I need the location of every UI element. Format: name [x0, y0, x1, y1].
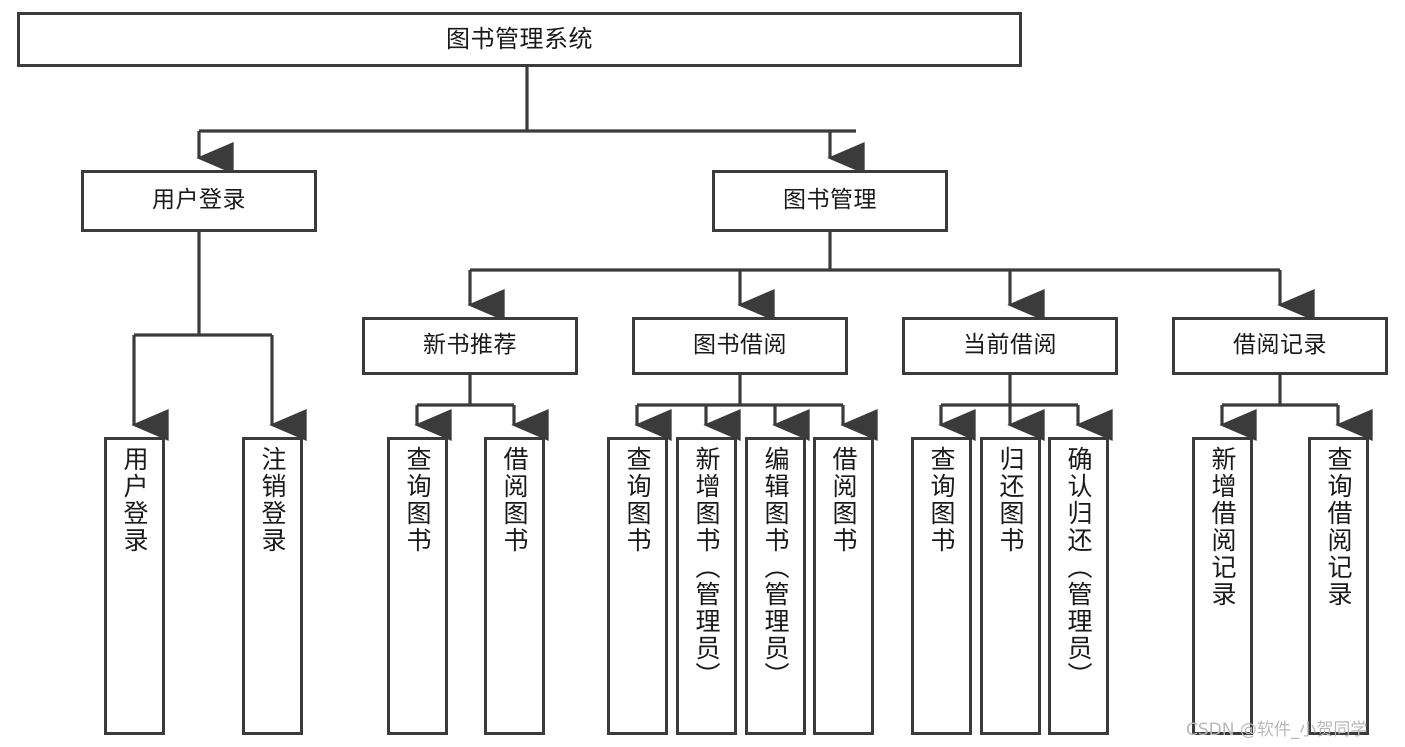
- node-book-manage-label: 图书管理: [783, 187, 877, 214]
- node-leaf-query-book-2-label: 查询图书: [623, 446, 652, 554]
- node-leaf-query-record-label: 查询借阅记录: [1324, 446, 1353, 608]
- node-leaf-query-record[interactable]: 查询借阅记录: [1308, 437, 1369, 735]
- node-root-label: 图书管理系统: [446, 25, 593, 54]
- node-leaf-query-book-1[interactable]: 查询图书: [387, 437, 448, 735]
- node-user-login[interactable]: 用户登录: [81, 170, 317, 232]
- node-leaf-query-book-3-label: 查询图书: [927, 446, 956, 554]
- node-leaf-logout-label: 注销登录: [258, 446, 287, 554]
- node-new-book-recommend[interactable]: 新书推荐: [362, 317, 578, 375]
- node-current-borrow-label: 当前借阅: [963, 332, 1057, 359]
- node-leaf-add-record-label: 新增借阅记录: [1208, 446, 1237, 608]
- node-book-borrow[interactable]: 图书借阅: [632, 317, 848, 375]
- node-user-login-label: 用户登录: [152, 187, 246, 214]
- node-leaf-borrow-book-1[interactable]: 借阅图书: [484, 437, 545, 735]
- node-current-borrow[interactable]: 当前借阅: [902, 317, 1118, 375]
- node-leaf-user-login[interactable]: 用户登录: [104, 437, 165, 735]
- node-book-borrow-label: 图书借阅: [693, 332, 787, 359]
- node-leaf-add-record[interactable]: 新增借阅记录: [1192, 437, 1253, 735]
- node-leaf-logout[interactable]: 注销登录: [242, 437, 303, 735]
- node-leaf-confirm-return-label: 确认归还（管理员）: [1064, 446, 1093, 689]
- node-leaf-return-book-label: 归还图书: [996, 446, 1025, 554]
- node-borrow-record-label: 借阅记录: [1233, 332, 1327, 359]
- node-leaf-edit-book-label: 编辑图书（管理员）: [761, 446, 790, 689]
- node-leaf-user-login-label: 用户登录: [120, 446, 149, 554]
- node-leaf-add-book[interactable]: 新增图书（管理员）: [676, 437, 737, 735]
- node-leaf-borrow-book-2-label: 借阅图书: [829, 446, 858, 554]
- node-leaf-borrow-book-1-label: 借阅图书: [500, 446, 529, 554]
- node-leaf-add-book-label: 新增图书（管理员）: [692, 446, 721, 689]
- node-leaf-edit-book[interactable]: 编辑图书（管理员）: [745, 437, 806, 735]
- node-leaf-query-book-1-label: 查询图书: [403, 446, 432, 554]
- node-borrow-record[interactable]: 借阅记录: [1172, 317, 1388, 375]
- node-leaf-confirm-return[interactable]: 确认归还（管理员）: [1048, 437, 1109, 735]
- node-root[interactable]: 图书管理系统: [17, 12, 1022, 67]
- node-leaf-query-book-3[interactable]: 查询图书: [911, 437, 972, 735]
- node-leaf-return-book[interactable]: 归还图书: [980, 437, 1041, 735]
- node-leaf-borrow-book-2[interactable]: 借阅图书: [813, 437, 874, 735]
- node-leaf-query-book-2[interactable]: 查询图书: [607, 437, 668, 735]
- node-book-manage[interactable]: 图书管理: [712, 170, 948, 232]
- node-new-book-recommend-label: 新书推荐: [423, 332, 517, 359]
